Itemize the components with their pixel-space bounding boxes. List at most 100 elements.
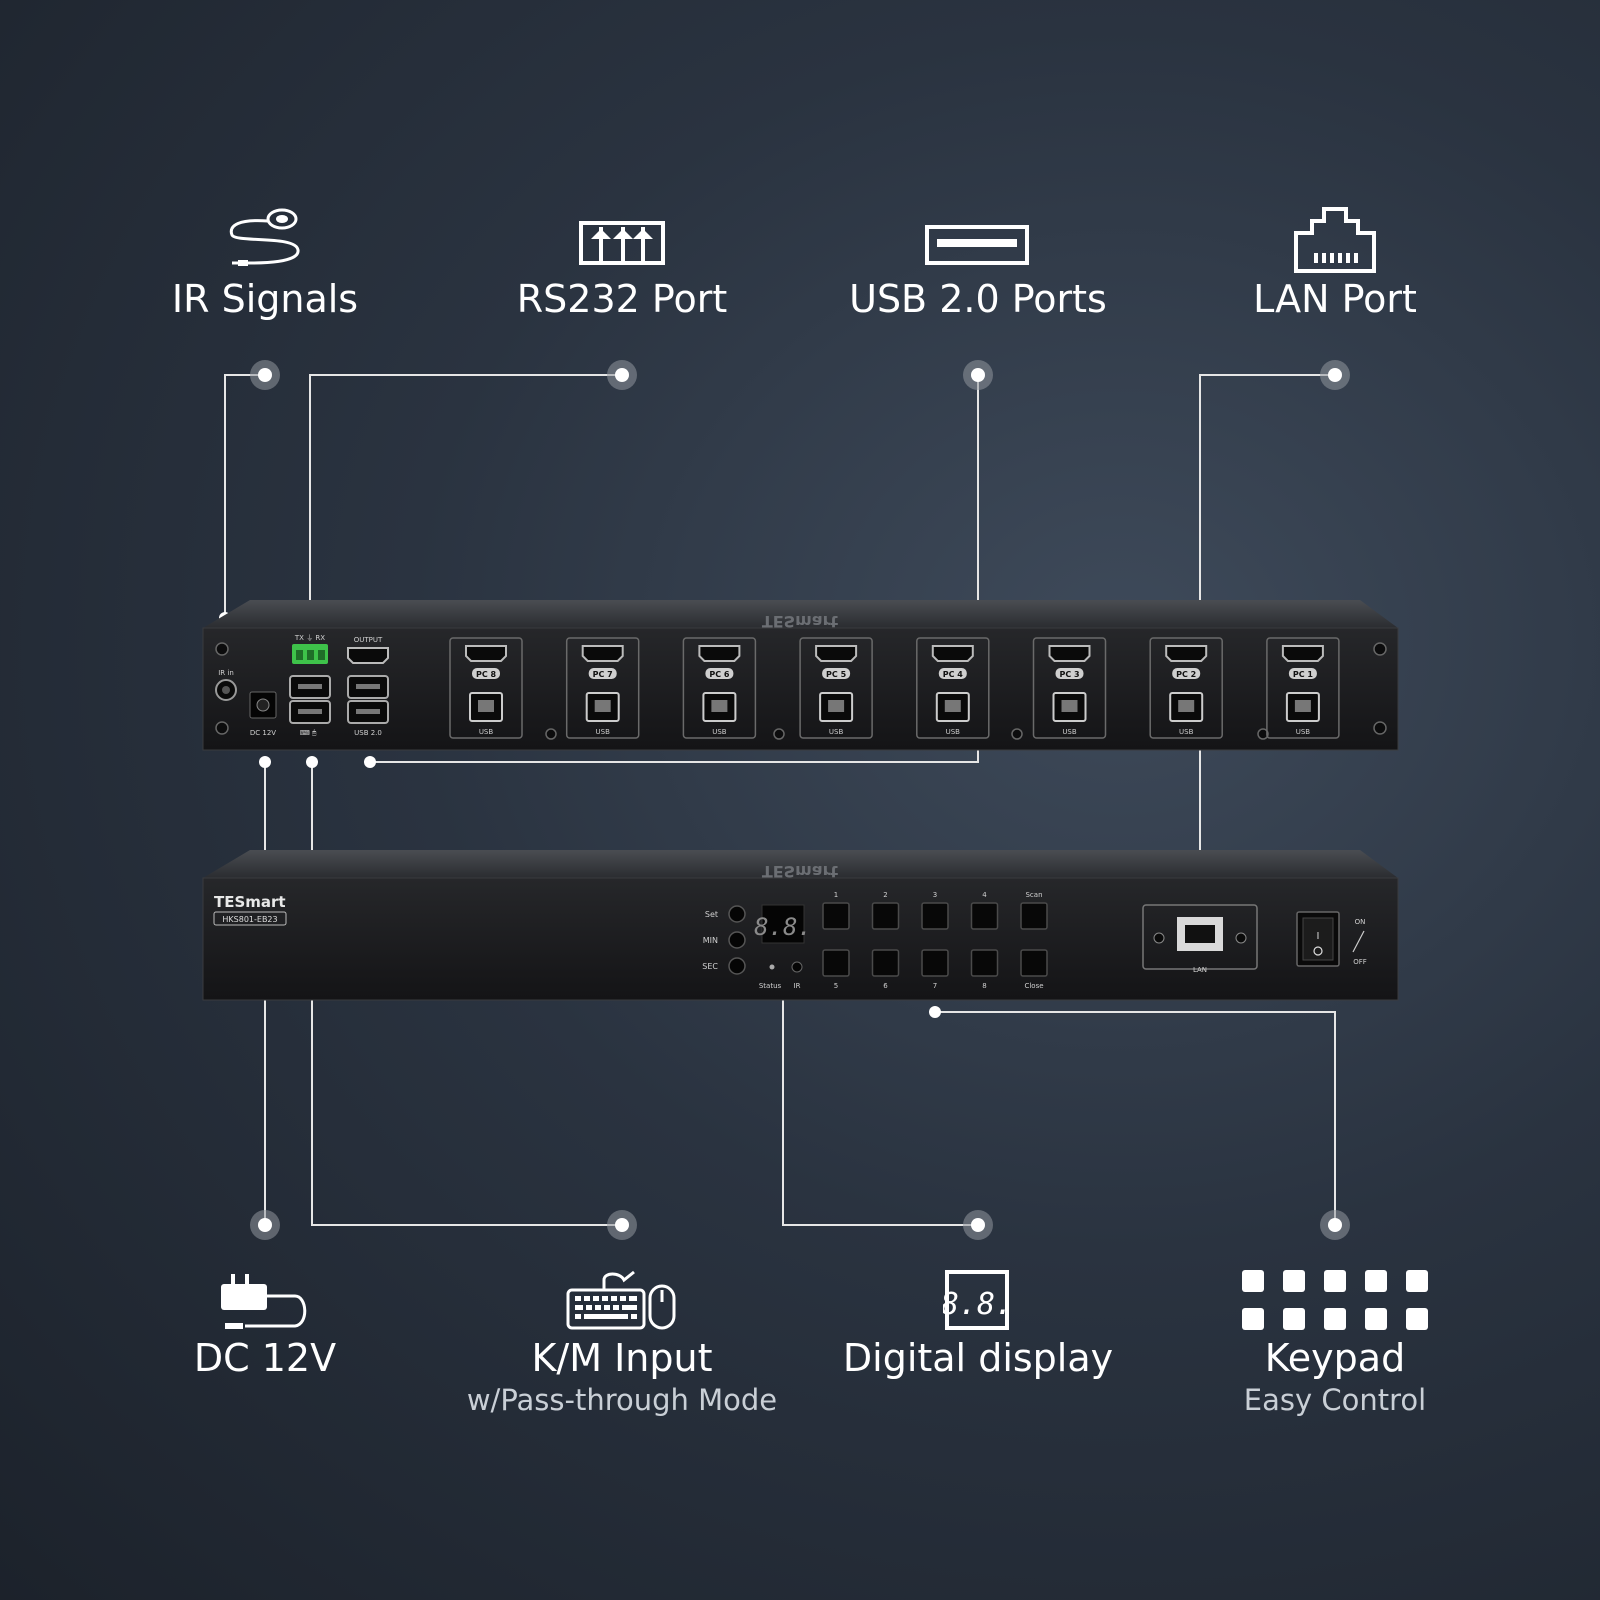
power-adapter-icon [221, 1274, 307, 1329]
keypad-key[interactable] [871, 902, 900, 930]
ir-in-label: IR in [218, 669, 234, 677]
pc-port-label: PC 3 [1059, 670, 1079, 679]
side-button[interactable] [728, 957, 746, 975]
feature-keypad-title: Keypad [1264, 1336, 1406, 1380]
keypad-key[interactable] [822, 949, 850, 977]
rs232-label: TX ⏚ RX [294, 634, 325, 642]
pc-usb-label: USB [712, 728, 727, 736]
pc-port-label: PC 1 [1293, 670, 1314, 679]
pc-usb-label: USB [829, 728, 844, 736]
pc-port-group: PC 3 USB [1032, 637, 1107, 739]
feature-rs232-port: RS232 Port [452, 205, 792, 323]
front-brand: TESmart [214, 893, 286, 911]
feature-display-title: Digital display [842, 1336, 1114, 1380]
feature-ir-title: IR Signals [171, 277, 359, 321]
front-digital-display [761, 904, 805, 944]
output-hdmi-port [347, 647, 389, 664]
svg-text:I: I [1317, 931, 1320, 942]
side-button[interactable] [728, 931, 746, 949]
feature-dc-12v: DC 12V [95, 1268, 435, 1382]
side-button-label: SEC [702, 962, 718, 971]
feature-usb-ports: USB 2.0 Ports [808, 205, 1148, 323]
feature-usb-title: USB 2.0 Ports [849, 277, 1107, 321]
side-button-label: Set [705, 910, 718, 919]
front-model: HKS801-EB23 [222, 915, 277, 924]
feature-keypad-subtitle: Easy Control [1243, 1383, 1427, 1417]
display-connector-line [782, 960, 978, 1226]
keypad-key-label: 8 [982, 982, 986, 990]
rear-panel: TESmart IR in DC 12V TX ⏚ RX OUTPUT [202, 600, 1399, 751]
pc-port-label: PC 7 [593, 670, 613, 679]
lan-port-frame [1142, 904, 1258, 970]
hdmi-port [1165, 645, 1208, 662]
front-top-brand: TESmart [762, 862, 839, 881]
pc-usb-label: USB [1062, 728, 1077, 736]
keypad-key[interactable] [921, 902, 949, 930]
feature-km-input: K/M Input w/Pass-through Mode [452, 1268, 792, 1418]
rs232-connector-line [309, 374, 622, 618]
pc-usb-label: USB [479, 728, 494, 736]
keypad-icon [1242, 1270, 1428, 1330]
pc-port-label: PC 4 [943, 670, 964, 679]
switch-on-label: ON [1355, 918, 1366, 926]
hdmi-port [815, 645, 858, 662]
pc-usb-label: USB [596, 728, 611, 736]
side-button[interactable] [728, 905, 746, 923]
lan-label: LAN [1193, 966, 1207, 974]
pc-port-group: PC 8 USB [449, 637, 523, 739]
keypad-key[interactable] [921, 949, 949, 977]
usb-port-icon [925, 225, 1029, 265]
feature-ir-signals: IR Signals [95, 205, 435, 323]
feature-km-subtitle: w/Pass-through Mode [466, 1383, 778, 1417]
keypad-key[interactable] [1020, 902, 1048, 930]
pc-port-group: PC 7 USB [565, 637, 640, 739]
hdmi-port [698, 645, 741, 662]
hdmi-port [931, 645, 974, 662]
keypad-key-label: 4 [982, 891, 987, 899]
feature-lan-port: LAN Port [1165, 205, 1505, 323]
keypad-key[interactable] [970, 949, 999, 977]
hdmi-port [465, 645, 507, 662]
pc-usb-label: USB [1296, 728, 1311, 736]
keypad-key-label: Scan [1025, 891, 1042, 899]
hdmi-port [1048, 645, 1091, 662]
keypad-key[interactable] [871, 949, 900, 977]
switch-off-label: OFF [1353, 958, 1367, 966]
feature-km-title: K/M Input [531, 1336, 713, 1380]
usb20-ports [347, 675, 389, 724]
hdmi-port [581, 645, 624, 662]
pc-port-label: PC 8 [476, 670, 497, 679]
pc-port-label: PC 5 [826, 670, 847, 679]
feature-rs232-title: RS232 Port [516, 277, 728, 321]
feature-dc-title: DC 12V [193, 1336, 337, 1380]
side-button-label: MIN [703, 936, 718, 945]
front-ir-label: IR [794, 982, 801, 990]
front-display-value: 8.8. [754, 913, 812, 941]
keypad-key-label: 1 [834, 891, 838, 899]
output-label: OUTPUT [354, 636, 383, 644]
feature-digital-display: 8.8. Digital display [808, 1268, 1148, 1382]
display-icon-digits: 8.8. [943, 1287, 1013, 1322]
keyboard-mouse-icon [566, 1270, 676, 1330]
keypad-key[interactable] [1020, 949, 1048, 977]
pc-port-group: PC 1 USB [1266, 637, 1340, 739]
keypad-key[interactable] [822, 902, 850, 930]
front-status-label: Status [759, 982, 782, 990]
rs232-terminal-icon [579, 221, 665, 265]
rear-top-brand: TESmart [762, 612, 839, 631]
pc-usb-label: USB [1179, 728, 1194, 736]
feature-keypad: Keypad Easy Control [1165, 1268, 1505, 1418]
dc-label: DC 12V [250, 729, 276, 737]
keypad-key[interactable] [970, 902, 999, 930]
usb-connector-line [370, 375, 979, 763]
usb20-label: USB 2.0 [354, 729, 382, 737]
keypad-key-label: 2 [883, 891, 887, 899]
pc-port-label: PC 6 [709, 670, 730, 679]
